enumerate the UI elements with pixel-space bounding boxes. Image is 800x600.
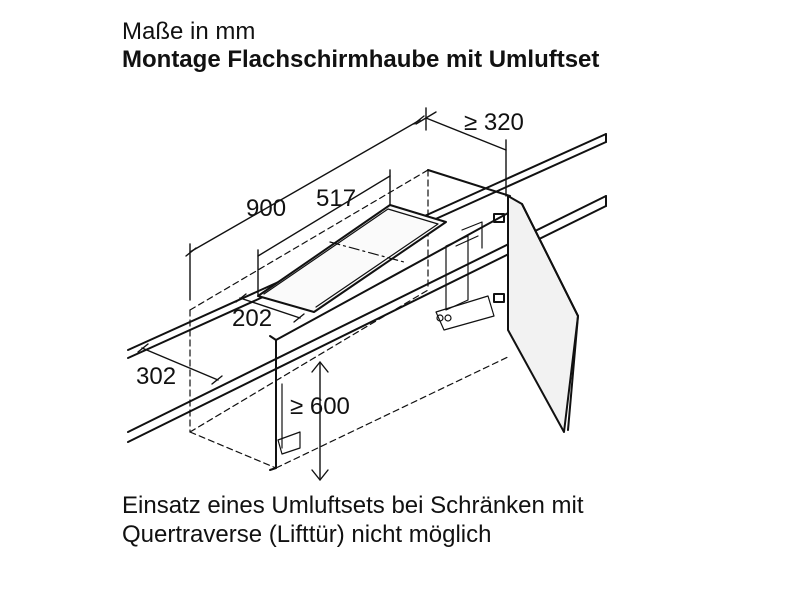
label-hob-width: 517 xyxy=(316,185,356,212)
label-cabinet-depth: 302 xyxy=(136,363,176,390)
hidden-cabinet-outline xyxy=(189,169,511,469)
label-height-min: ≥ 600 xyxy=(290,393,350,420)
label-width: 900 xyxy=(246,195,286,222)
dimension-line-depth-min xyxy=(415,107,507,197)
dimension-line-cabinet-depth xyxy=(137,343,223,385)
footer-note-line1: Einsatz eines Umluftsets bei Schränken m… xyxy=(122,492,584,519)
circulation-set xyxy=(277,221,495,455)
cabinet-door xyxy=(493,195,579,433)
diagram-subtitle: Maße in mm xyxy=(122,18,256,45)
label-front-offset: 202 xyxy=(232,305,272,332)
footer-note-line2: Quertraverse (Lifttür) nicht möglich xyxy=(122,521,492,548)
dimension-line-hob-width xyxy=(257,169,391,297)
dimension-line-width xyxy=(185,115,425,301)
label-depth-min: ≥ 320 xyxy=(464,109,524,136)
dimension-line-front-offset xyxy=(235,293,305,323)
diagram-title: Montage Flachschirmhaube mit Umluftset xyxy=(122,46,600,73)
dimension-line-height-min xyxy=(311,361,329,481)
hob-cutout xyxy=(257,204,447,313)
